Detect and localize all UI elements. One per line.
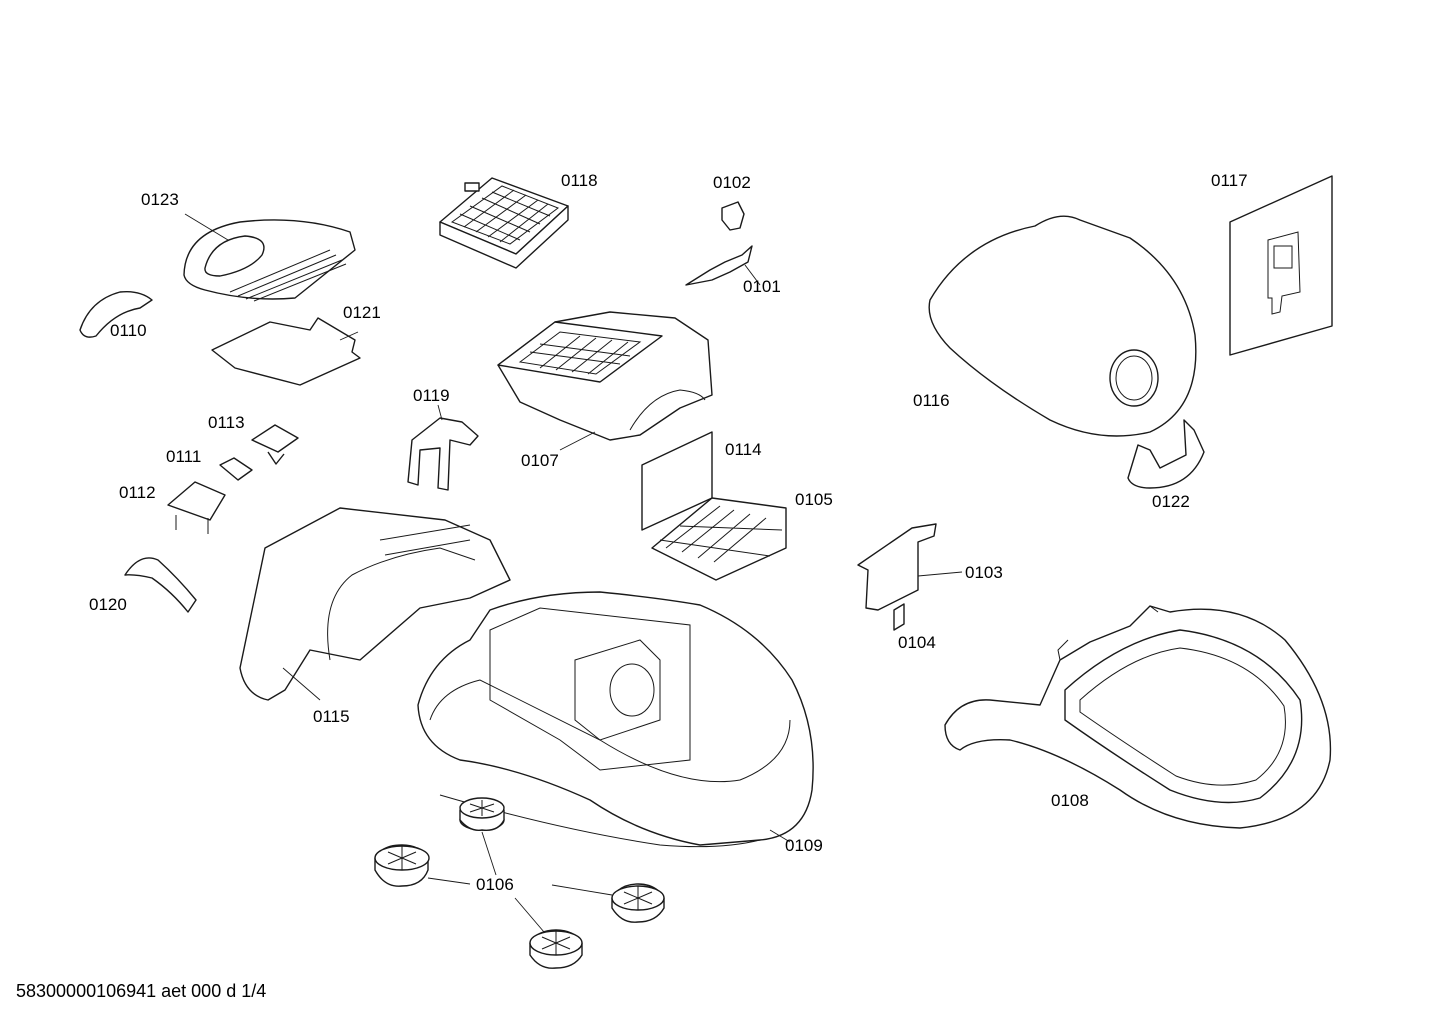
label-0102: 0102 (713, 173, 751, 192)
part-0123-cover-grille[interactable] (183, 219, 356, 302)
label-0120: 0120 (89, 595, 127, 614)
leader-0107 (559, 431, 596, 451)
part-0117-dust-bag[interactable] (1229, 175, 1333, 356)
part-0106-wheel-4[interactable] (529, 929, 583, 969)
part-0102-bracket[interactable] (721, 201, 745, 231)
part-0112-vent-cover[interactable] (167, 481, 226, 534)
label-0121: 0121 (343, 303, 381, 322)
label-0122: 0122 (1152, 492, 1190, 511)
part-0121-filter-mat[interactable] (211, 317, 361, 386)
part-0109-main-body[interactable] (417, 591, 814, 848)
leader-0106-d (514, 897, 545, 933)
leader-0109 (769, 829, 791, 843)
part-0113-vent-cap[interactable] (251, 424, 299, 465)
leader-0103 (917, 571, 963, 577)
part-0106-wheel-1[interactable] (459, 797, 505, 831)
leader-0106-b (427, 877, 471, 885)
label-0112: 0112 (119, 483, 156, 502)
leader-0119 (437, 404, 443, 421)
drawing-reference-number: 58300000106941 aet 000 d 1/4 (16, 981, 267, 1001)
part-0101-spring[interactable] (685, 245, 753, 286)
part-0119-latch[interactable] (407, 417, 479, 491)
label-0114: 0114 (725, 440, 762, 459)
label-0109: 0109 (785, 836, 823, 855)
label-0118: 0118 (561, 171, 598, 190)
leader-0115 (282, 667, 321, 701)
label-0107: 0107 (521, 451, 559, 470)
label-0104: 0104 (898, 633, 936, 652)
label-0108: 0108 (1051, 791, 1089, 810)
part-0122-handle[interactable] (1127, 419, 1205, 489)
label-0115: 0115 (313, 707, 350, 726)
label-0123: 0123 (141, 190, 179, 209)
part-0115-upper-housing[interactable] (239, 507, 511, 701)
part-0106-wheel-2[interactable] (374, 844, 430, 887)
label-0113: 0113 (208, 413, 245, 432)
part-0104-small-clip[interactable] (893, 603, 905, 631)
label-0119: 0119 (413, 386, 450, 405)
leader-0123 (184, 213, 229, 241)
part-0105-grille[interactable] (651, 497, 787, 581)
part-0118-filter[interactable] (439, 177, 569, 269)
part-0120-handle-clip[interactable] (124, 557, 197, 613)
part-0110-clip[interactable] (79, 290, 153, 338)
label-0110: 0110 (110, 321, 147, 340)
label-0105: 0105 (795, 490, 833, 509)
label-0117: 0117 (1211, 171, 1248, 190)
part-0111-button[interactable] (219, 457, 253, 481)
label-0101: 0101 (743, 277, 781, 296)
part-0106-wheel-3[interactable] (611, 883, 665, 923)
part-0103-wire-bracket[interactable] (857, 523, 937, 611)
label-0116: 0116 (913, 391, 950, 410)
label-0106: 0106 (476, 875, 514, 894)
label-0103: 0103 (965, 563, 1003, 582)
leader-0106-a (481, 831, 497, 876)
leader-0101 (744, 264, 761, 286)
part-0116-lid[interactable] (928, 215, 1197, 437)
part-0108-bumper-frame[interactable] (944, 605, 1332, 829)
part-0107-filter-housing[interactable] (497, 311, 713, 441)
leader-0106-c (551, 884, 613, 896)
leader-0121 (339, 331, 359, 341)
label-0111: 0111 (166, 447, 201, 466)
